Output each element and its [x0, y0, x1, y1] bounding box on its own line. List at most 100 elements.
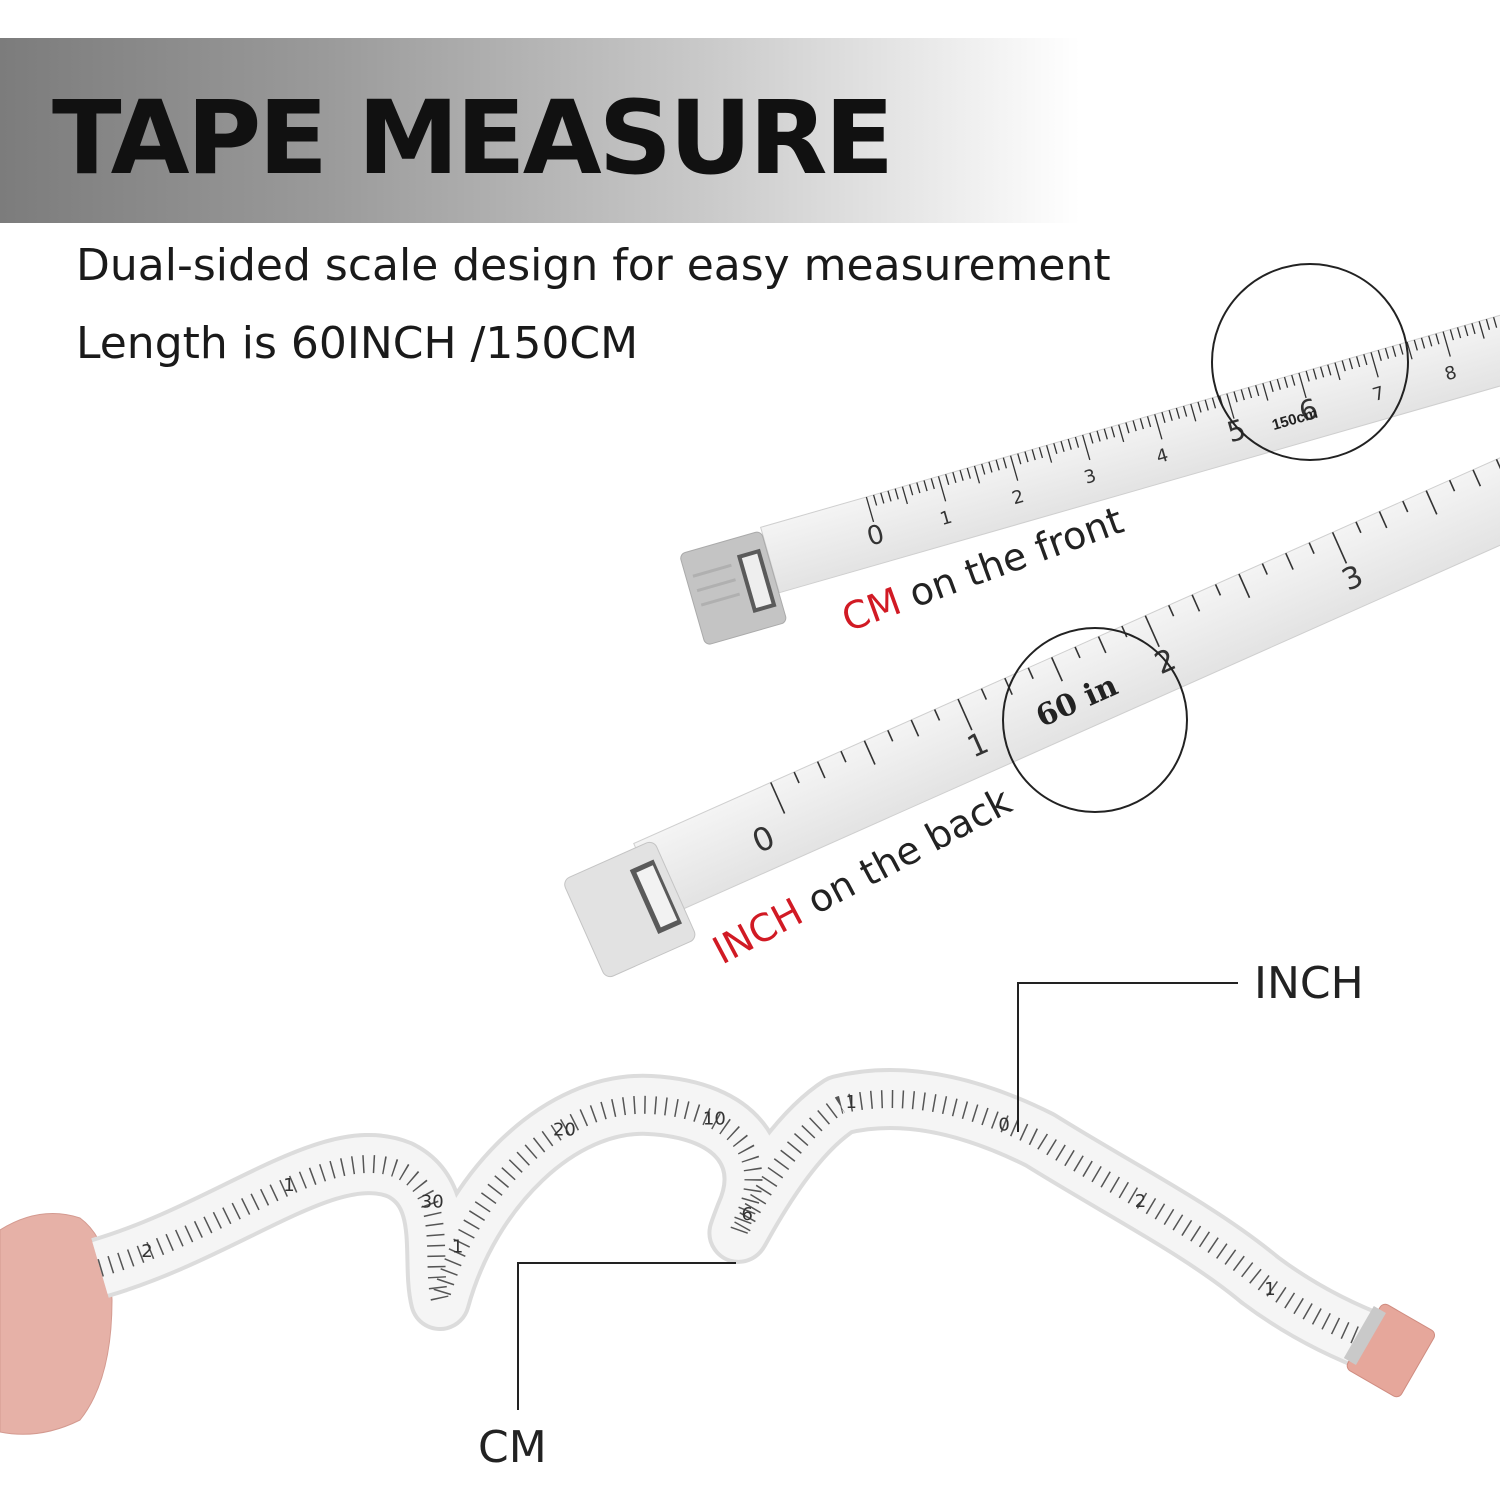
front-tick — [1348, 358, 1354, 370]
front-tick — [1377, 350, 1382, 361]
curled-number: 6 — [741, 1204, 752, 1225]
front-tick — [1125, 422, 1130, 434]
front-tick — [937, 476, 947, 502]
front-tick — [1319, 366, 1325, 378]
front-tick — [1298, 372, 1307, 399]
back-tick — [816, 761, 826, 779]
back-tick — [887, 730, 894, 742]
front-tick — [1233, 391, 1238, 403]
front-number: 2 — [1010, 486, 1027, 509]
pink-end-tab — [1343, 1303, 1436, 1398]
curled-number: 2 — [141, 1241, 152, 1262]
front-tick — [1096, 430, 1101, 442]
back-tick — [1261, 563, 1268, 575]
back-tick — [1121, 625, 1128, 638]
front-tick — [1442, 331, 1451, 357]
back-tick — [1402, 500, 1409, 513]
curled-number: 1 — [1264, 1279, 1275, 1300]
back-tick — [1425, 490, 1438, 515]
back-tick — [1495, 459, 1500, 471]
back-tick — [1355, 521, 1362, 534]
front-number: 4 — [1154, 445, 1171, 468]
front-tick — [1291, 374, 1296, 386]
front-tick — [930, 478, 935, 490]
front-tick — [1456, 327, 1462, 339]
front-tick — [1478, 321, 1485, 339]
front-tick — [1060, 441, 1065, 452]
back-tick — [770, 782, 786, 814]
front-tick — [1067, 438, 1072, 450]
front-tick — [1161, 412, 1166, 423]
front-tick — [872, 494, 878, 506]
front-tick — [1139, 418, 1144, 430]
front-tick — [1240, 389, 1245, 401]
front-tick — [1471, 323, 1476, 335]
front-tick — [1002, 457, 1008, 469]
front-tick — [981, 463, 986, 475]
back-tick — [793, 771, 800, 784]
front-tick — [1053, 443, 1058, 455]
front-magnifier-icon — [1211, 263, 1409, 461]
front-number: 1 — [938, 507, 955, 530]
front-tick — [1226, 393, 1235, 419]
front-tick — [1492, 316, 1498, 328]
back-tick — [840, 750, 847, 763]
front-tick — [1175, 407, 1181, 419]
front-tick — [1154, 414, 1163, 440]
front-tick — [1312, 368, 1318, 380]
front-tick — [1038, 447, 1044, 459]
front-tick — [1327, 364, 1332, 376]
back-tick — [1050, 657, 1063, 682]
back-end-tab — [564, 841, 696, 978]
front-tick — [945, 474, 950, 486]
back-tick — [1238, 573, 1251, 599]
front-tick — [1110, 426, 1116, 438]
front-number: 3 — [1082, 465, 1099, 488]
front-tick — [1384, 347, 1390, 359]
front-tick — [1334, 362, 1341, 381]
front-tape-strip — [760, 311, 1500, 594]
front-tick — [1305, 370, 1310, 382]
front-tick — [880, 492, 885, 504]
curled-number: 1 — [283, 1175, 294, 1196]
front-tick — [887, 490, 892, 502]
front-tick — [1485, 319, 1491, 330]
front-number: 8 — [1442, 362, 1459, 385]
curled-number: 20 — [553, 1120, 576, 1141]
front-tick — [1031, 449, 1036, 461]
front-tick — [1262, 383, 1269, 401]
page-title: TAPE MEASURE — [52, 79, 894, 198]
front-number: 7 — [1370, 383, 1387, 406]
title-banner — [0, 38, 1080, 223]
back-tick — [910, 719, 920, 737]
front-tick — [1074, 436, 1080, 448]
front-tick — [1276, 378, 1281, 390]
front-tick — [1255, 385, 1260, 397]
feature-text: Dual-sided scale design for easy measure… — [76, 240, 1111, 291]
front-end-tab — [680, 531, 787, 645]
back-tick — [1097, 636, 1107, 654]
back-tick — [957, 698, 973, 731]
front-tick — [966, 467, 971, 479]
front-tick — [1449, 329, 1454, 341]
front-tick — [1089, 432, 1094, 444]
front-tick — [1197, 401, 1202, 413]
front-tick — [865, 496, 875, 523]
front-tick — [1283, 376, 1289, 388]
front-tick — [1413, 339, 1418, 351]
front-tick — [995, 459, 1000, 471]
front-tick — [1168, 409, 1173, 421]
front-tick — [973, 465, 981, 484]
back-tick — [980, 688, 988, 700]
front-tick — [1399, 343, 1404, 355]
front-tick — [923, 480, 928, 492]
back-tick — [1191, 594, 1201, 612]
curled-number: 10 — [703, 1109, 726, 1130]
front-tick — [1182, 405, 1188, 417]
back-tick — [863, 740, 876, 765]
front-tick — [1428, 335, 1433, 347]
back-tick — [1074, 646, 1081, 659]
